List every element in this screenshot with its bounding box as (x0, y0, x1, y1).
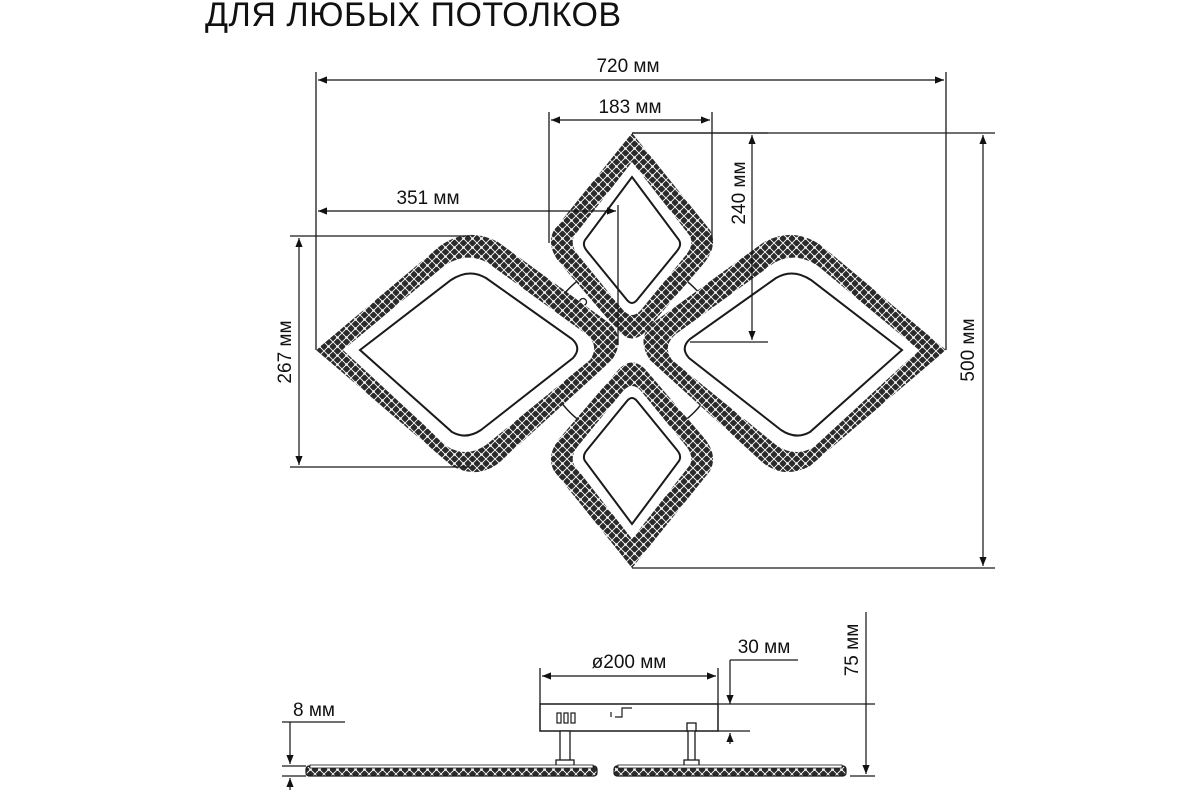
label-small-module-width: 183 мм (598, 97, 661, 118)
right-module (643, 234, 946, 473)
label-large-module-width: 351 мм (396, 188, 459, 209)
label-small-module-height: 240 мм (729, 161, 750, 224)
light-panels (305, 764, 847, 777)
side-extension-lines (282, 659, 875, 777)
label-base-height: 30 мм (738, 637, 791, 658)
label-total-width: 720 мм (596, 56, 659, 77)
top-module (550, 133, 714, 339)
bottom-module (550, 362, 714, 568)
label-total-height: 500 мм (958, 318, 979, 381)
page-heading: ДЛЯ ЛЮБЫХ ПОТОЛКОВ (205, 0, 622, 34)
label-panel-thickness: 8 мм (293, 700, 335, 721)
top-view: 720 мм 183 мм 351 мм 240 мм 267 мм 500 м… (275, 56, 995, 569)
extension-lines (290, 72, 995, 569)
label-large-module-height: 267 мм (275, 320, 296, 383)
left-module (316, 234, 619, 473)
label-base-diameter: ø200 мм (592, 652, 667, 673)
side-view: ø200 мм 30 мм 75 мм 8 мм (282, 612, 875, 790)
label-total-side-height: 75 мм (842, 624, 863, 677)
base-details (556, 707, 632, 724)
